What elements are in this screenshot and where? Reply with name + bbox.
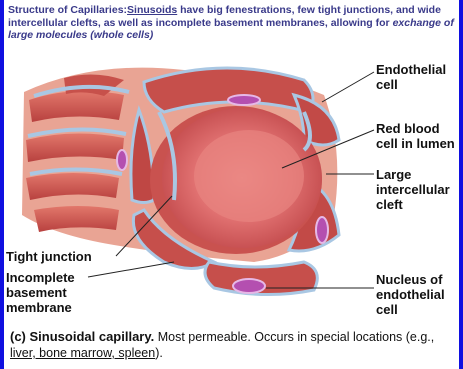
label-line: cell in lumen bbox=[376, 136, 455, 151]
figure-frame: Structure of Capillaries:Sinusoids have … bbox=[4, 0, 459, 369]
label-line: cell bbox=[376, 302, 445, 317]
label-line: basement bbox=[6, 285, 75, 300]
leader-endothelial bbox=[322, 72, 374, 102]
caption-title: (c) Sinusoidal capillary. bbox=[10, 329, 154, 344]
label-line: Nucleus of bbox=[376, 272, 445, 287]
label-line: intercellular bbox=[376, 182, 450, 197]
nucleus-bottom bbox=[233, 279, 265, 293]
label-line: Incomplete bbox=[6, 270, 75, 285]
nucleus-right bbox=[316, 217, 328, 243]
label-line: Large bbox=[376, 167, 450, 182]
leader-basement bbox=[88, 262, 174, 277]
label-line: cleft bbox=[376, 197, 450, 212]
figure-caption: (c) Sinusoidal capillary. Most permeable… bbox=[10, 329, 455, 361]
label-line: Endothelial bbox=[376, 62, 446, 77]
label-tight-junction: Tight junction bbox=[6, 249, 92, 264]
label-line: Red blood bbox=[376, 121, 455, 136]
label-line: cell bbox=[376, 77, 446, 92]
label-line: Tight junction bbox=[6, 249, 92, 264]
nucleus-left bbox=[117, 150, 127, 170]
label-line: endothelial bbox=[376, 287, 445, 302]
caption-examples: liver, bone marrow, spleen bbox=[10, 346, 155, 360]
caption-end: ). bbox=[155, 346, 163, 360]
nucleus-top bbox=[228, 95, 260, 105]
label-line: membrane bbox=[6, 300, 75, 315]
caption-text: Most permeable. Occurs in special locati… bbox=[154, 330, 434, 344]
